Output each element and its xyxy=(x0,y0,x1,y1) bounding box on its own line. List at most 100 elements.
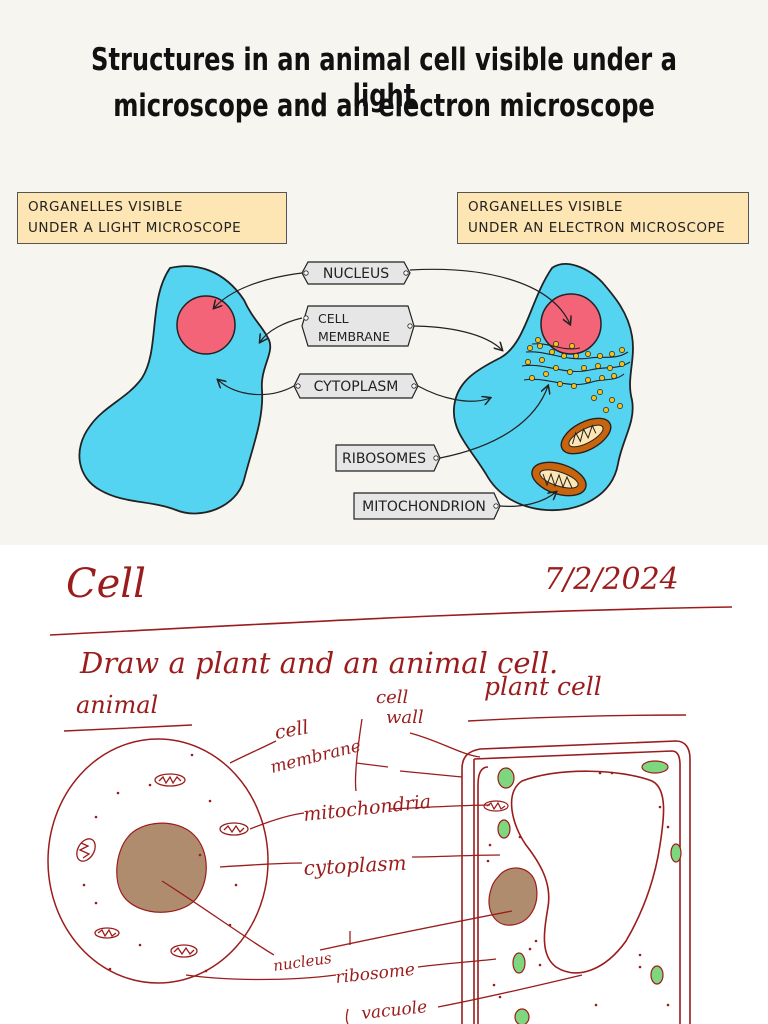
electron-box-line-2: UNDER AN ELECTRON MICROSCOPE xyxy=(468,220,726,236)
header-underline xyxy=(49,606,733,636)
ribosome-dot xyxy=(595,363,601,369)
label-mitochondria: mitochondria xyxy=(302,791,432,826)
animal-cell-outline xyxy=(47,738,269,984)
ribosome-dot xyxy=(527,345,533,351)
plant-mitochondrion xyxy=(483,800,509,812)
ribosome-dot xyxy=(138,943,142,947)
ribosome-dot xyxy=(94,815,98,819)
ribosome-dot xyxy=(549,349,555,355)
notes-heading: Cell xyxy=(66,561,146,607)
ribosome-dot xyxy=(638,953,642,957)
label-vacuole: vacuole xyxy=(360,997,428,1024)
ribosome-dot xyxy=(561,353,567,359)
ribosome-dot xyxy=(597,353,603,359)
plant-cell-walls xyxy=(461,740,691,1024)
ribosome-dot xyxy=(611,373,617,379)
notes-instruction: Draw a plant and an animal cell. xyxy=(79,646,558,680)
diagram-title-line-1: Structures in an animal cell visible und… xyxy=(91,42,677,114)
ribosome-dot xyxy=(567,369,573,375)
ribosome-dot xyxy=(208,799,212,803)
ribosome-dot xyxy=(619,361,625,367)
ribosome-dot xyxy=(573,353,579,359)
ribosome-dot xyxy=(585,377,591,383)
ribosome-dot xyxy=(488,843,492,847)
arrow-cytoplasm-left xyxy=(218,380,295,396)
animal-mitochondria xyxy=(76,773,249,958)
plant-ribosome-dots xyxy=(486,771,670,1007)
label-ribosome: ribosome xyxy=(334,960,415,988)
ribosome-dot xyxy=(486,859,490,863)
arrow-mitochondrion xyxy=(499,492,556,507)
tag-nucleus: NUCLEUS xyxy=(301,261,411,285)
ribosome-dot xyxy=(638,965,642,969)
ribosome-dot xyxy=(617,403,623,409)
ribosome-dot xyxy=(607,365,613,371)
ribosome-dot xyxy=(597,389,603,395)
electron-microscope-box: ORGANELLES VISIBLE UNDER AN ELECTRON MIC… xyxy=(457,192,749,244)
ribosome-dot xyxy=(535,337,541,343)
arrow-cytoplasm-right xyxy=(417,385,490,401)
ribosome-dot xyxy=(658,805,662,809)
ribosome-dot xyxy=(518,835,522,839)
light-box-line-1: ORGANELLES VISIBLE xyxy=(28,199,183,215)
mitochondrion-upper xyxy=(560,417,612,455)
handwritten-notes-panel: Cell 7/2/2024 Draw a plant and an animal… xyxy=(0,545,768,1024)
plant-chloroplasts xyxy=(497,760,682,1024)
ribosome-dot xyxy=(598,771,602,775)
cell-diagram-svg: NUCLEUS CELL MEMBRANE CYTOPLASM RIBOSOME… xyxy=(78,261,634,520)
ribosome-dot xyxy=(190,753,194,757)
ribosome-dot xyxy=(198,853,202,857)
ribosome-dot xyxy=(116,791,120,795)
ribosome-dot xyxy=(148,783,152,787)
ribosome-dot xyxy=(609,397,615,403)
plant-vacuole-outline xyxy=(510,770,665,974)
notes-date: 7/2/2024 xyxy=(544,562,679,597)
ribosome-dot xyxy=(594,1003,598,1007)
arrow-ribosomes xyxy=(439,386,548,459)
tag-nucleus-label: NUCLEUS xyxy=(323,266,389,282)
plant-underline xyxy=(467,714,687,722)
ribosome-dot xyxy=(537,343,543,349)
ribosome-dot xyxy=(525,359,531,365)
ribosome-dot xyxy=(543,371,549,377)
label-nucleus: nucleus xyxy=(272,949,333,975)
ribosome-dots xyxy=(525,337,625,413)
ribosome-dot xyxy=(538,963,542,967)
label-lines xyxy=(161,718,583,1024)
tag-mitochondrion: MITOCHONDRION xyxy=(353,492,501,520)
ribosome-dot xyxy=(666,1003,670,1007)
ribosome-dot xyxy=(571,383,577,389)
tag-cell-membrane: CELL MEMBRANE xyxy=(301,305,415,347)
ribosome-dot xyxy=(557,381,563,387)
animal-underline xyxy=(63,724,193,732)
ribosome-dot xyxy=(666,825,670,829)
label-cell-wall-2: wall xyxy=(386,707,424,728)
tag-cytoplasm-label: CYTOPLASM xyxy=(314,379,399,395)
ribosome-dot xyxy=(591,395,597,401)
ribosome-dot xyxy=(569,343,575,349)
arrow-nucleus-left xyxy=(214,272,303,308)
ribosome-dot xyxy=(553,341,559,347)
mitochondrion-lower xyxy=(531,461,587,497)
light-nucleus-circle xyxy=(176,295,236,355)
ribosome-dot xyxy=(539,357,545,363)
tag-cell-membrane-label-2: MEMBRANE xyxy=(318,329,390,344)
tag-mitochondrion-label: MITOCHONDRION xyxy=(362,499,486,515)
ribosome-dot xyxy=(94,901,98,905)
diagram-title-line-2: microscope and an electron microscope xyxy=(113,88,655,124)
label-cell-wall-1: cell xyxy=(376,687,408,708)
light-box-line-2: UNDER A LIGHT MICROSCOPE xyxy=(28,220,242,236)
animal-nucleus-blob xyxy=(116,822,207,913)
tag-ribosomes-label: RIBOSOMES xyxy=(342,451,426,467)
ribosome-dot xyxy=(610,771,614,775)
ribosome-dot xyxy=(492,983,496,987)
plant-label: plant cell xyxy=(484,672,602,701)
ribosome-dot xyxy=(603,407,609,413)
handwritten-notes-svg: Cell 7/2/2024 Draw a plant and an animal… xyxy=(47,561,733,1024)
tag-cell-membrane-label-1: CELL xyxy=(318,311,349,326)
animal-ribosome-dots xyxy=(82,753,238,973)
printed-diagram-panel: Structures in an animal cell visible und… xyxy=(0,0,768,545)
ribosome-dot xyxy=(234,883,238,887)
arrow-nucleus-right xyxy=(409,268,570,324)
light-microscope-box: ORGANELLES VISIBLE UNDER A LIGHT MICROSC… xyxy=(17,192,287,244)
